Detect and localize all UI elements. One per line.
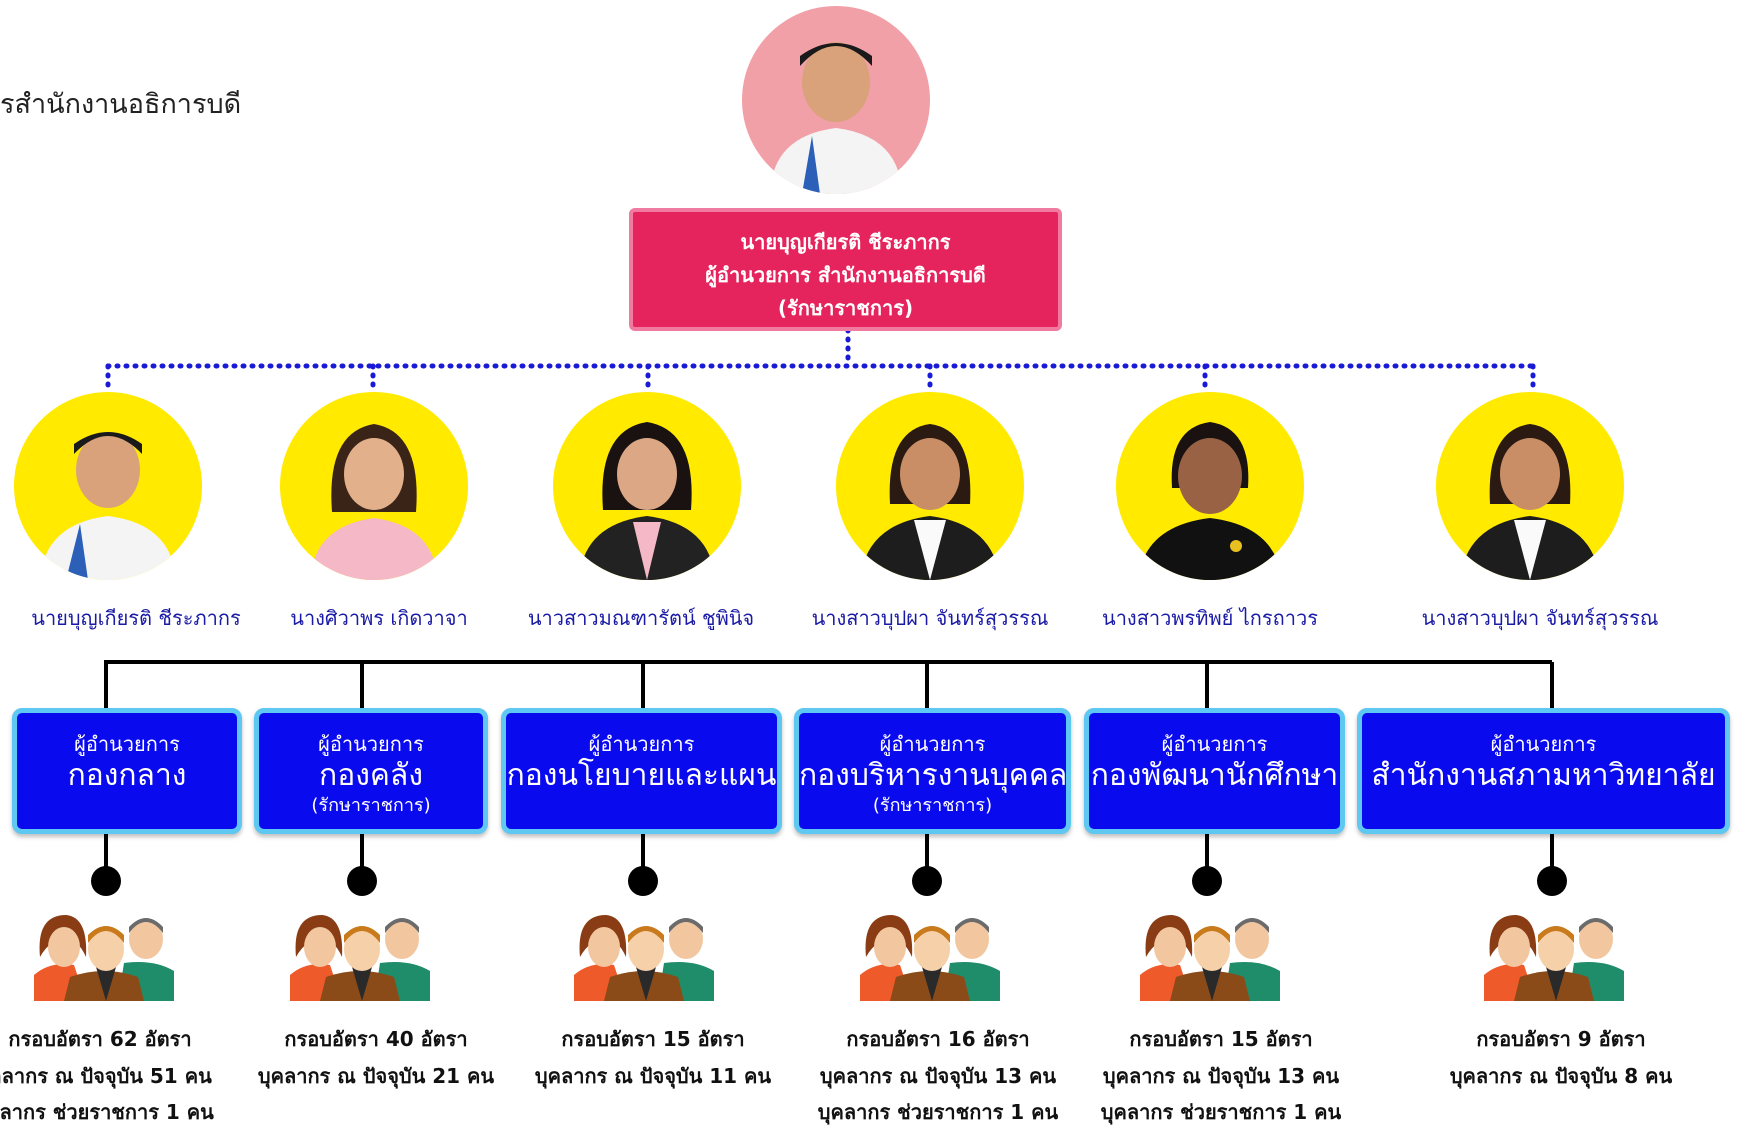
people-group-icon	[860, 915, 1000, 1001]
department-box: ผู้อำนวยการ กองพัฒนานักศึกษา	[1084, 708, 1345, 834]
dotted-connector	[105, 327, 1536, 393]
department-name: กองบริหารงานบุคคล	[799, 758, 1068, 793]
stat-current: บุคลากร ณ ปัจจุบัน 13 คน	[1102, 1064, 1340, 1088]
department-box: ผู้อำนวยการ กองคลัง (รักษาราชการ)	[254, 708, 488, 834]
person-name: นายบุญเกียรติ ชีระภากร	[31, 606, 241, 630]
stat-quota: กรอบอัตรา 15 อัตรา	[1129, 1027, 1313, 1051]
stat-quota: กรอบอัตรา 62 อัตรา	[8, 1027, 192, 1051]
person-photo	[1436, 392, 1624, 580]
department-box: ผู้อำนวยการ กองกลาง	[12, 708, 242, 834]
page-heading: รสำนักงานอธิการบดี	[0, 89, 242, 120]
person-photo	[836, 392, 1024, 580]
stat-assist: คลากร ช่วยราชการ 1 คน	[0, 1100, 214, 1124]
person-photo	[280, 392, 468, 580]
top-note: (รักษาราชการ)	[777, 296, 914, 320]
stat-assist: บุคลากร ช่วยราชการ 1 คน	[1100, 1100, 1342, 1124]
person-photo	[553, 392, 741, 580]
person-photo	[1116, 392, 1304, 580]
person-silhouette-icon	[280, 392, 468, 580]
person-silhouette-icon	[742, 6, 930, 194]
stat-quota: กรอบอัตรา 9 อัตรา	[1476, 1027, 1646, 1051]
stat-current: คลากร ณ ปัจจุบัน 51 คน	[0, 1064, 212, 1088]
top-position-box: นายบุญเกียรติ ชีระภากร ผู้อำนวยการ สำนัก…	[629, 208, 1062, 331]
department-title: ผู้อำนวยการ	[879, 732, 986, 756]
department-note: (รักษาราชการ)	[872, 795, 993, 816]
department-name: กองนโยบายและแผน	[506, 758, 777, 793]
department-title: ผู้อำนวยการ	[318, 732, 424, 756]
people-group-icon	[290, 915, 430, 1001]
stat-assist: บุคลากร ช่วยราชการ 1 คน	[817, 1100, 1059, 1124]
connector-dot	[912, 866, 942, 896]
person-silhouette-icon	[836, 392, 1024, 580]
stat-current: บุคลากร ณ ปัจจุบัน 13 คน	[819, 1064, 1057, 1088]
connector-dot	[1537, 866, 1567, 896]
person-photo	[14, 392, 202, 580]
person-name: นางศิวาพร เกิดวาจา	[290, 606, 468, 630]
connector-dot	[347, 866, 377, 896]
department-title: ผู้อำนวยการ	[588, 732, 695, 756]
department-title: ผู้อำนวยการ	[1490, 732, 1597, 756]
top-title: ผู้อำนวยการ สำนักงานอธิการบดี	[705, 263, 986, 287]
department-name: กองกลาง	[67, 758, 187, 793]
department-name: สำนักงานสภามหาวิทยาลัย	[1371, 758, 1716, 793]
people-group-icon	[1484, 915, 1624, 1001]
person-name: นางสาวบุปผา จันทร์สุวรรณ	[811, 606, 1049, 630]
department-box: ผู้อำนวยการ สำนักงานสภามหาวิทยาลัย	[1357, 708, 1730, 834]
person-silhouette-icon	[14, 392, 202, 580]
people-group-icon	[1140, 915, 1280, 1001]
person-silhouette-icon	[553, 392, 741, 580]
department-title: ผู้อำนวยการ	[1161, 732, 1268, 756]
person-name: นางสาวบุปผา จันทร์สุวรรณ	[1421, 606, 1659, 630]
person-name: นาวสาวมณฑารัตน์ ชูพินิจ	[527, 606, 755, 630]
people-group-icon	[574, 915, 714, 1001]
person-silhouette-icon	[1116, 392, 1304, 580]
stat-quota: กรอบอัตรา 16 อัตรา	[846, 1027, 1030, 1051]
department-box: ผู้อำนวยการ กองบริหารงานบุคคล (รักษาราชก…	[794, 708, 1071, 834]
department-name: กองคลัง	[319, 758, 423, 793]
department-note: (รักษาราชการ)	[311, 795, 431, 816]
stat-quota: กรอบอัตรา 15 อัตรา	[561, 1027, 745, 1051]
connector-dot	[628, 866, 658, 896]
department-box: ผู้อำนวยการ กองนโยบายและแผน	[501, 708, 782, 834]
connector-dot	[91, 866, 121, 896]
top-person-photo	[742, 6, 930, 194]
stat-current: บุคลากร ณ ปัจจุบัน 11 คน	[534, 1064, 772, 1088]
people-group-icon	[34, 915, 174, 1001]
person-name: นางสาวพรทิพย์ ไกรถาวร	[1102, 606, 1318, 630]
stat-current: บุคลากร ณ ปัจจุบัน 8 คน	[1449, 1064, 1673, 1088]
stat-current: บุคลากร ณ ปัจจุบัน 21 คน	[257, 1064, 495, 1088]
stat-quota: กรอบอัตรา 40 อัตรา	[284, 1027, 468, 1051]
person-silhouette-icon	[1436, 392, 1624, 580]
top-name: นายบุญเกียรติ ชีระภากร	[740, 230, 951, 254]
department-name: กองพัฒนานักศึกษา	[1090, 758, 1339, 793]
connector-dot	[1192, 866, 1222, 896]
department-title: ผู้อำนวยการ	[74, 732, 180, 756]
solid-connector	[104, 660, 1554, 870]
